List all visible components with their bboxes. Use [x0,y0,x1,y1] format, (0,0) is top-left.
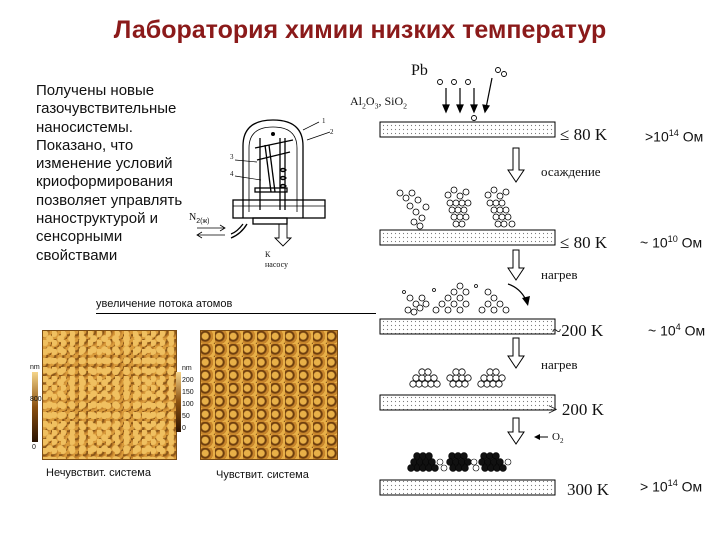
description-line: криоформирования [36,173,173,191]
cluster-group-4 [409,368,506,388]
stage-5-temp: 300 K [567,480,610,499]
substrate-3 [379,318,556,335]
substrate-5 [379,479,556,496]
afm-scale-left-tick: 0 [32,444,36,451]
afm-scale-left-unit: nm [30,364,40,371]
stage-5-resistance: > 1014 Ом [640,478,703,495]
afm-scale-right-tick: 200 [182,377,194,384]
stage-2-resistance: ~ 1010 Ом [640,234,703,251]
description-line: наносистемы. [36,118,133,136]
description-line: Получены новые [36,82,155,99]
afm-scale-left-tick: 800 [30,396,42,403]
description-line: изменение условий [36,155,173,173]
substrate-2 [379,229,556,246]
cryo-apparatus-diagram [196,119,331,247]
stage-3-resistance: ~ 104 Ом [648,322,706,339]
stage-3-temp: ~200 K [552,321,604,340]
down-arrow-2 [507,249,525,281]
description-line: позволяет управлять [36,191,183,209]
page-title: Лаборатория химии низких температур [113,16,607,44]
down-arrow-1 [507,147,525,183]
transition-deposition: осаждение [541,164,601,179]
flux-underline [96,313,376,314]
stage-4-temp: > 200 K [548,400,604,419]
afm-left-caption: Нечувствит. система [46,467,151,479]
callout-2: 2 [330,128,334,136]
oxide-label: Al2O3, SiO2 [350,94,408,111]
stage-2-temp: ≤ 80 K [560,233,608,252]
afm-scale-right-unit: nm [182,365,192,372]
apparatus-base [232,199,326,219]
bell-jar-outline [242,119,304,218]
afm-image-sensitive [200,330,338,460]
callout-1: 1 [322,117,326,125]
afm-scale-right-tick: 150 [182,389,194,396]
stage-1-resistance: >1014 Ом [645,128,704,145]
cluster-group-2 [396,186,516,230]
pb-source-label: Pb [411,62,428,79]
description-line: газочувствительные [36,100,177,118]
transition-heating-2: нагрев [541,357,578,372]
afm-scale-right-tick: 0 [182,425,186,432]
afm-image-insensitive [42,330,177,460]
description-line: свойствами [36,246,118,264]
afm-right-caption: Чувствит. система [216,469,309,481]
n2-label: N2(ж) [189,212,210,225]
callout-3: 3 [230,153,234,161]
description-line: наноструктурой и [36,210,159,228]
description-text: Получены новые газочувствительные наноси… [36,82,236,265]
afm-scale-right-tick: 50 [182,413,190,420]
cluster-group-3 [402,282,510,316]
substrate-4 [379,394,556,411]
afm-scale-right [176,372,181,432]
afm-scale-right-tick: 100 [182,401,194,408]
description-line: Показано, что [36,136,134,154]
substrate-1 [379,121,556,138]
stage-1-temp: ≤ 80 K [560,125,608,144]
afm-scale-left [32,372,38,442]
down-arrow-3 [507,337,525,369]
down-arrow-4 [507,417,525,445]
cluster-group-5 [407,452,507,472]
transition-heating-1: нагрев [541,267,578,282]
o2-label: O2 [552,431,564,446]
description-line: сенсорными [36,228,123,246]
flux-label: увеличение потока атомов [96,298,233,310]
cluster-evolution-diagram [379,67,556,496]
pump-arrow [273,224,293,247]
callout-4: 4 [230,170,234,178]
